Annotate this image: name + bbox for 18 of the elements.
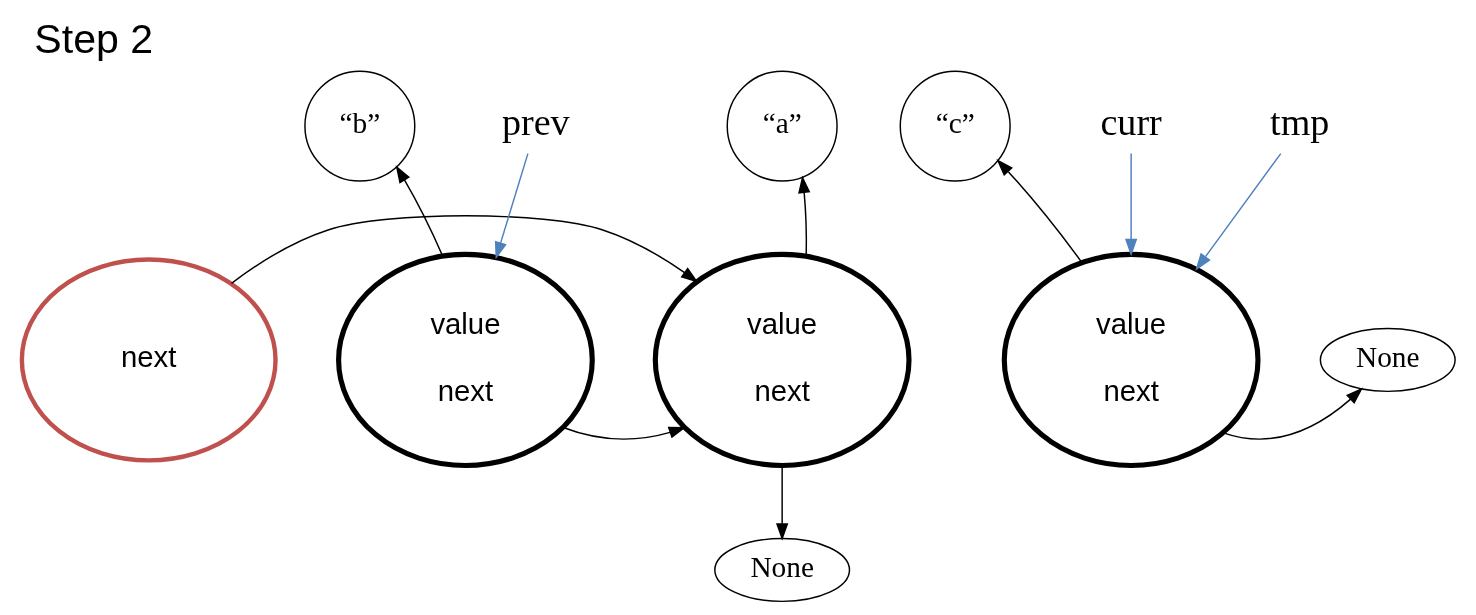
arrow xyxy=(494,152,529,260)
node-text: prev xyxy=(501,101,570,144)
node-ellipse: next xyxy=(19,257,278,463)
node-text: tmp xyxy=(1269,101,1329,144)
arrow xyxy=(395,165,443,257)
node-ellipse: value next xyxy=(652,251,912,469)
arrow xyxy=(995,159,1083,264)
arrow xyxy=(1124,152,1137,257)
diagram-title: Step 2 xyxy=(33,15,153,62)
node-ellipse: None xyxy=(713,537,850,603)
node-text: curr xyxy=(1099,101,1162,144)
arrow xyxy=(1194,152,1281,271)
node-ellipse: None xyxy=(1319,327,1456,393)
arrow xyxy=(230,215,698,285)
node-ellipse: value next xyxy=(335,251,595,469)
arrow xyxy=(1222,387,1363,440)
arrow xyxy=(797,175,810,257)
node-circle: “a” xyxy=(726,70,838,182)
